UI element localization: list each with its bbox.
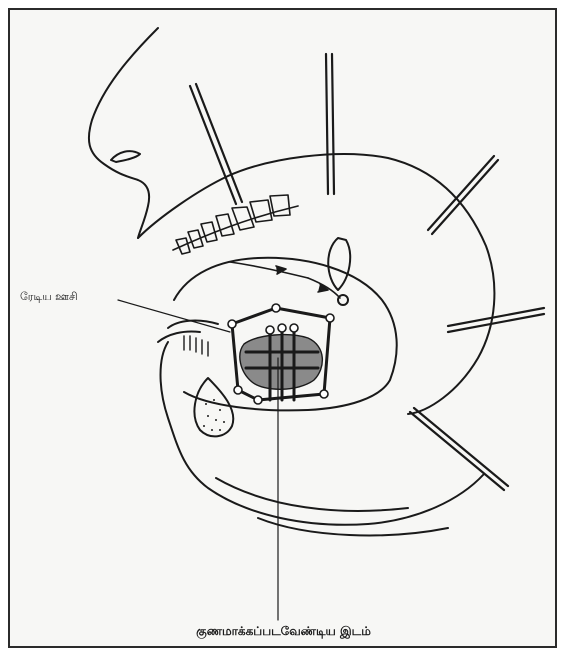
needle-label: ரேடிய ஊசி bbox=[20, 290, 78, 305]
nostril-icon bbox=[111, 151, 140, 162]
oral-cavity-diagram bbox=[8, 8, 557, 648]
needle-label-pointer bbox=[118, 300, 230, 332]
neck-outline bbox=[216, 478, 448, 535]
direction-arrows bbox=[230, 262, 340, 298]
uvula-icon bbox=[328, 238, 350, 290]
target-label: குணமாக்கப்படவேண்டிய இடம் bbox=[0, 624, 567, 640]
retractor-icon bbox=[190, 54, 544, 490]
face-profile-icon bbox=[89, 28, 158, 238]
gland-icon bbox=[194, 378, 233, 436]
lower-lip-outline bbox=[158, 321, 218, 342]
lower-teeth-icon bbox=[184, 336, 208, 356]
